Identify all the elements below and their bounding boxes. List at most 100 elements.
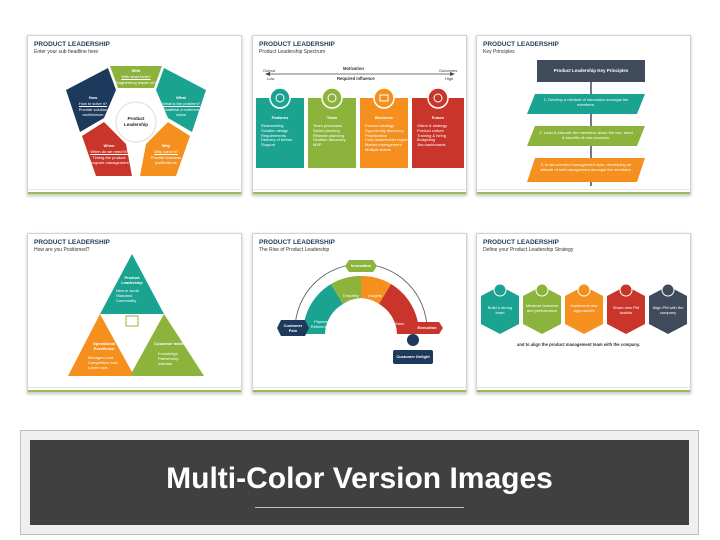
label-required-influence: Required influence <box>337 76 375 81</box>
execution-hex <box>411 322 443 334</box>
pentagon-segment-why <box>140 122 190 176</box>
slide-subtitle: Enter your sub headline here <box>34 49 99 55</box>
label-what-d: Establish a common vision <box>162 107 199 117</box>
label-motivation: Motivation <box>343 66 364 71</box>
principle-3 <box>527 158 645 182</box>
pentagon-diagram <box>66 66 206 176</box>
customer-pain-hex <box>277 320 309 336</box>
slide-thumb-2[interactable]: PRODUCT LEADERSHIP Product Leadership Sp… <box>252 35 467 195</box>
principle-2-text: 2. Lead & educate the members about the … <box>539 130 633 140</box>
strategy-hex-5 <box>649 286 687 334</box>
label-payment: Payment Refinements <box>310 319 334 329</box>
label-customer-delight: Customer Delight <box>396 354 430 359</box>
slide-title: PRODUCT LEADERSHIP <box>483 239 559 246</box>
pentagon-center-label: Product Leadership <box>123 116 148 127</box>
banner-title: Multi-Color Version Images <box>166 462 553 495</box>
col-features-header: Features <box>271 115 289 120</box>
label-with-q: With what tools? <box>121 74 151 79</box>
arc-segment-payment <box>302 284 343 334</box>
pentagon-segment-with <box>110 66 162 88</box>
label-when-d: Timing the product program management <box>89 155 129 165</box>
triangle-diagram <box>68 254 204 376</box>
slide-footer-bar <box>477 387 690 392</box>
strategy-hexagons <box>481 283 687 334</box>
slide-title: PRODUCT LEADERSHIP <box>34 41 110 48</box>
strategy-item-5: Align PM with the company <box>652 305 684 315</box>
col-team-header: Team <box>326 115 338 120</box>
slide-title: PRODUCT LEADERSHIP <box>259 41 335 48</box>
strategy-item-1: Build a strong team <box>487 305 513 315</box>
slide-subtitle: Key Principles <box>483 49 515 55</box>
slide-thumb-5[interactable]: PRODUCT LEADERSHIP The Rise of Product L… <box>252 233 467 393</box>
principle-3-text: 3. A risk-oriented management style, dev… <box>540 162 632 172</box>
triangle-left-header: Operational Excellence <box>92 341 116 351</box>
principle-1 <box>527 94 645 114</box>
people-icon <box>125 315 139 327</box>
label-how: How <box>88 95 98 100</box>
team-icon <box>493 283 507 297</box>
arc-segment-empathy <box>331 275 361 304</box>
principles-header-box <box>537 60 645 82</box>
slide-thumb-6[interactable]: PRODUCT LEADERSHIP Define your Product L… <box>476 233 691 393</box>
gear-icon <box>577 283 591 297</box>
principles-diagram <box>527 60 645 186</box>
label-with-d: Engineering leader of it <box>115 80 157 85</box>
banner: Multi-Color Version Images <box>20 430 699 535</box>
triangle-top-header: Product Leadership <box>121 275 143 285</box>
slide-title: PRODUCT LEADERSHIP <box>34 239 110 246</box>
spectrum-col-team <box>308 98 356 168</box>
label-when: When <box>103 143 115 148</box>
label-why-q: Why solve it? <box>154 149 178 154</box>
pentagon-segment-how <box>66 68 116 132</box>
label-insights: Insights <box>368 293 382 298</box>
label-what-q: What is the problem? <box>162 101 200 106</box>
strategy-item-3: Implement new approaches <box>570 303 598 313</box>
target-icon <box>433 93 443 103</box>
label-why-d: Provide business justifications <box>150 155 182 165</box>
strategy-hex-4 <box>607 286 645 334</box>
label-how-q: How to solve it? <box>78 101 108 106</box>
spectrum-col-business <box>360 98 408 168</box>
pentagon-segment-what <box>156 68 206 132</box>
strategy-hex-2 <box>523 286 561 334</box>
strategy-item-4: Share new PM toolkits <box>612 305 640 315</box>
slide-subtitle: Define your Product Leadership Strategy <box>483 247 574 253</box>
strategy-hex-3 <box>565 286 603 334</box>
briefcase-icon <box>379 94 389 102</box>
person-icon <box>407 334 419 346</box>
slide-footer-bar <box>253 189 466 194</box>
principles-header: Product Leadership Key Principles <box>553 68 629 73</box>
label-low: Low <box>267 76 275 81</box>
slide-thumb-4[interactable]: PRODUCT LEADERSHIP How are you Positione… <box>27 233 242 393</box>
slide-thumb-1[interactable]: PRODUCT LEADERSHIP Enter your sub headli… <box>27 35 242 195</box>
slide-thumb-3[interactable]: PRODUCT LEADERSHIP Key Principles Produc… <box>476 35 691 195</box>
label-when-q: When do we need it? <box>90 149 128 154</box>
label-high: High <box>445 76 454 81</box>
user-icon <box>275 93 285 103</box>
strategy-footer: and to align the product management team… <box>517 342 641 347</box>
principle-1-text: 1. Develop a mindset of innovation among… <box>543 97 629 107</box>
pentagon-segment-when <box>82 122 132 176</box>
triangle-top <box>100 254 164 314</box>
label-why: Why <box>161 143 171 148</box>
toolkit-icon <box>619 283 633 297</box>
label-empathy: Empathy <box>343 293 359 298</box>
company-icon <box>661 283 675 297</box>
slide-subtitle: Product Leadership Spectrum <box>259 49 326 55</box>
arc-segment-insights <box>361 275 391 304</box>
col-business-header: Business <box>375 115 393 120</box>
slide-subtitle: How are you Positioned? <box>34 247 90 253</box>
label-customer-pain: Customer Pain <box>283 323 303 333</box>
slide-subtitle: The Rise of Product Leadership <box>259 247 330 253</box>
slide-footer-bar <box>28 387 241 392</box>
label-with: With <box>131 68 141 73</box>
customer-delight-box <box>393 350 433 364</box>
slide-title: PRODUCT LEADERSHIP <box>259 239 335 246</box>
arc-diagram <box>277 260 443 364</box>
